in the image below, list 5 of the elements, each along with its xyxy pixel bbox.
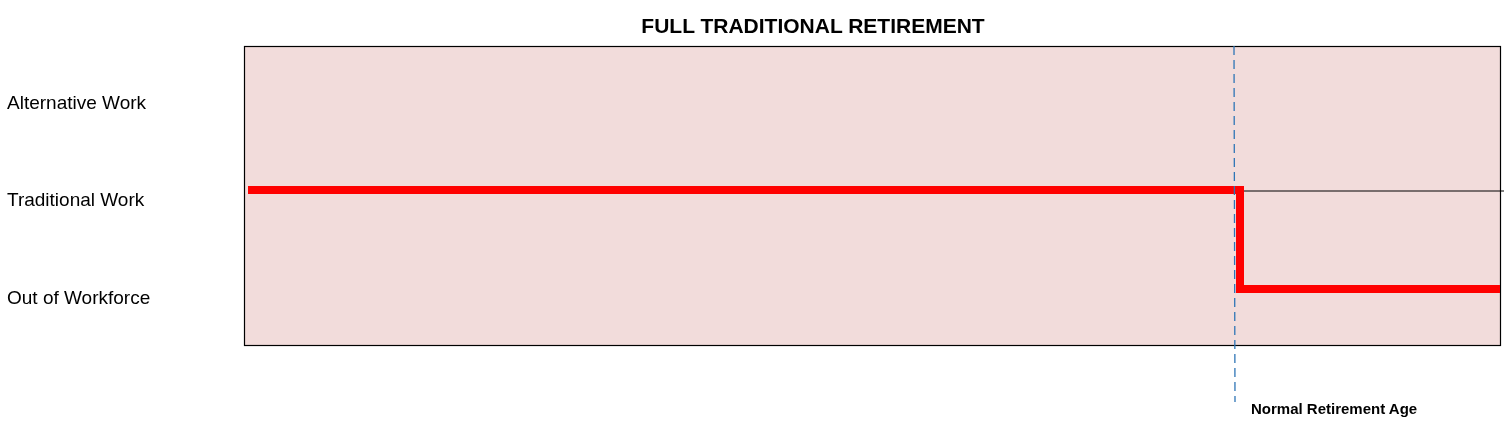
row-label: Alternative Work <box>7 92 147 112</box>
marker-label: Normal Retirement Age <box>1251 400 1418 416</box>
row-label: Out of Workforce <box>7 287 151 307</box>
chart-title: FULL TRADITIONAL RETIREMENT <box>641 14 985 36</box>
row-label: Traditional Work <box>7 189 145 209</box>
